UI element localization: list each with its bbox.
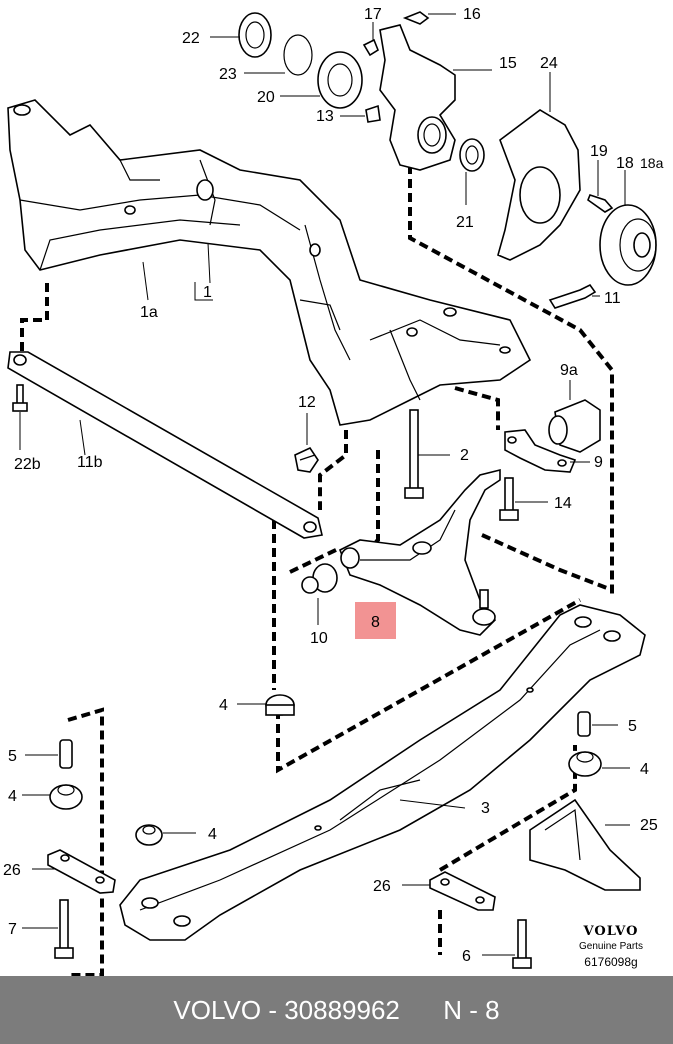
- label-20: 20: [257, 89, 275, 106]
- label-11: 11: [604, 290, 621, 307]
- label-11b: 11b: [77, 454, 103, 471]
- footer-separator: -: [261, 994, 285, 1025]
- label-4-a: 4: [219, 697, 228, 714]
- callout-labels: 22 23 20 17 16 15 24 13 19 18 18a 21 11 …: [3, 6, 664, 965]
- bolt-7: [54, 899, 74, 959]
- assembly-dashed-lines: [20, 165, 614, 976]
- label-4-c: 4: [640, 761, 649, 778]
- brand-subtitle: Genuine Parts: [579, 941, 643, 952]
- stabilizer-bar: [7, 351, 323, 539]
- bushing-10: [301, 563, 338, 594]
- highlight-box-8: [355, 602, 396, 639]
- label-6: 6: [462, 948, 471, 965]
- footer-make: VOLVO: [173, 994, 262, 1025]
- nut-13: [365, 104, 381, 123]
- cross-member: [119, 604, 646, 941]
- label-5-a: 5: [628, 718, 637, 735]
- label-25: 25: [640, 817, 658, 834]
- label-4-b: 4: [8, 788, 17, 805]
- label-14: 14: [554, 495, 572, 512]
- label-26-a: 26: [3, 862, 21, 879]
- label-23: 23: [219, 66, 237, 83]
- wheel-hub: [599, 204, 657, 286]
- plate-26-a: [47, 849, 116, 894]
- bracket-9: [504, 429, 577, 473]
- exploded-parts-diagram: 22 23 20 17 16 15 24 13 19 18 18a 21 11 …: [3, 6, 664, 976]
- splash-shield: [497, 109, 581, 261]
- sleeve-5-a: [59, 739, 73, 769]
- circlip-23: [283, 34, 313, 76]
- nut-17: [362, 38, 379, 57]
- bolt-6: [512, 919, 532, 969]
- diagram-number: 6176098g: [584, 955, 638, 969]
- label-2: 2: [460, 447, 469, 464]
- footer-bar: VOLVO - 30889962 N - 8: [0, 976, 673, 1044]
- label-9a: 9a: [560, 362, 578, 379]
- bolt-11: [548, 283, 597, 309]
- rubber-mount-4-d: [568, 751, 602, 777]
- label-4-d: 4: [208, 826, 217, 843]
- label-1: 1: [203, 284, 212, 301]
- rubber-mount-4-a: [265, 694, 295, 716]
- seal-21: [459, 138, 485, 172]
- footer-position: N - 8: [443, 994, 500, 1025]
- brand-block: VOLVO Genuine Parts 6176098g: [556, 924, 666, 969]
- footer-part-number: 30889962: [284, 994, 400, 1025]
- label-26-b: 26: [373, 878, 391, 895]
- plate-26-b: [429, 871, 496, 911]
- label-3: 3: [481, 800, 490, 817]
- label-18: 18: [616, 155, 634, 172]
- bolt-2: [404, 409, 424, 499]
- label-9: 9: [594, 454, 603, 471]
- label-19: 19: [590, 143, 608, 160]
- label-18a: 18a: [640, 155, 664, 171]
- label-22: 22: [182, 30, 200, 47]
- bushing-9a: [548, 399, 601, 453]
- footer-gap: [400, 995, 443, 1026]
- label-13: 13: [316, 108, 334, 125]
- bolt-19: [587, 194, 614, 213]
- seal-22: [238, 12, 272, 58]
- nut-12: [294, 446, 319, 473]
- label-10: 10: [310, 630, 328, 647]
- sleeve-5-b: [577, 711, 591, 737]
- rubber-mount-4-c: [135, 824, 163, 846]
- label-12: 12: [298, 394, 316, 411]
- label-1a: 1a: [140, 304, 158, 321]
- subframe-assembly: [7, 99, 532, 426]
- label-24: 24: [540, 55, 558, 72]
- bolt-22b: [12, 384, 28, 412]
- label-21: 21: [456, 214, 474, 231]
- label-22b: 22b: [14, 456, 41, 473]
- bolt-14: [499, 477, 519, 521]
- label-16: 16: [463, 6, 481, 23]
- label-5-b: 5: [8, 748, 17, 765]
- wheel-bearing-20: [317, 51, 363, 109]
- steering-knuckle: [379, 24, 456, 171]
- volvo-logo: VOLVO: [583, 924, 639, 939]
- bolt-16: [402, 11, 430, 25]
- label-17: 17: [364, 6, 382, 23]
- label-8: 8: [371, 614, 380, 631]
- label-7: 7: [8, 921, 17, 938]
- leader-lines: [19, 13, 630, 956]
- control-arm: [338, 468, 501, 636]
- bracket-25: [529, 798, 641, 891]
- label-15: 15: [499, 55, 517, 72]
- rubber-mount-4-b: [49, 784, 83, 810]
